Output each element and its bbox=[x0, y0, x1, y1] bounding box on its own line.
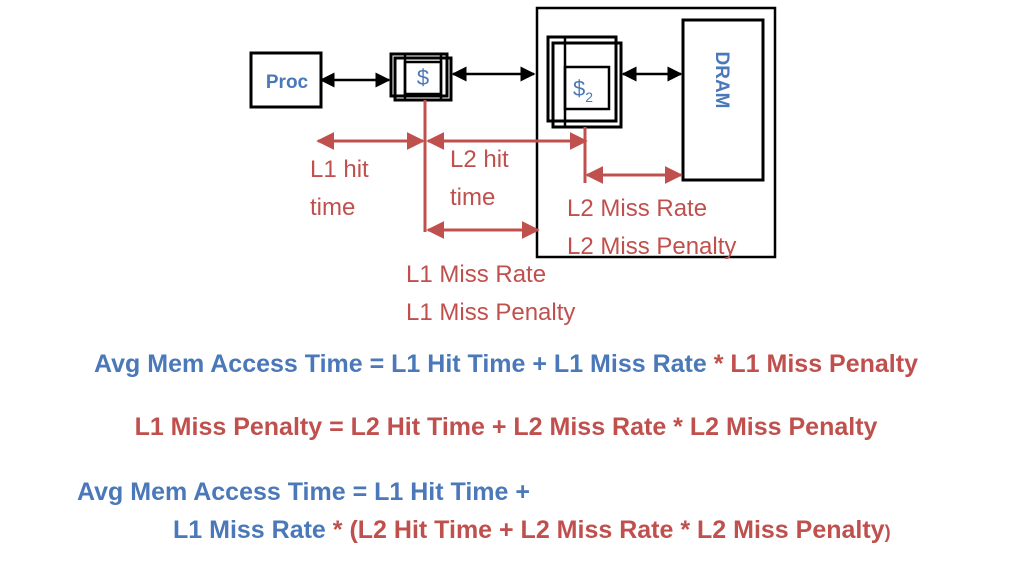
eq3-part-b: * (L2 Hit Time + L2 Miss Rate * L2 Miss … bbox=[332, 516, 885, 544]
l2-cache bbox=[546, 35, 623, 129]
equation-avg-mem-access-time: Avg Mem Access Time = L1 Hit Time + L1 M… bbox=[0, 350, 1012, 379]
l2-cache-subscript: 2 bbox=[585, 89, 593, 105]
equation-l1-miss-penalty: L1 Miss Penalty = L2 Hit Time + L2 Miss … bbox=[0, 413, 1012, 442]
eq1-part-a: Avg Mem Access Time = L1 Hit Time + L1 M… bbox=[94, 350, 714, 378]
l1-cache-label: $ bbox=[417, 65, 429, 90]
cache-hierarchy-diagram: Proc $ $2 DRAM L1 hit time L2 hit time L… bbox=[249, 6, 777, 326]
eq1-part-b: * L1 Miss Penalty bbox=[713, 350, 918, 378]
eq2-text: L1 Miss Penalty = L2 Hit Time + L2 Miss … bbox=[134, 413, 878, 441]
eq3-line1: Avg Mem Access Time = L1 Hit Time + bbox=[77, 478, 530, 506]
l1-cache bbox=[389, 52, 453, 102]
proc-label: Proc bbox=[266, 72, 309, 93]
dram-label: DRAM bbox=[711, 52, 732, 109]
l2-cache-label: $2 bbox=[573, 76, 593, 105]
eq3-part-c: ) bbox=[884, 522, 891, 542]
l1-hit-time-label: L1 hit time bbox=[310, 156, 375, 221]
l1-miss-label: L1 Miss Rate L1 Miss Penalty bbox=[406, 261, 575, 326]
equation-expanded-line2: L1 Miss Rate * (L2 Hit Time + L2 Miss Ra… bbox=[173, 516, 891, 545]
l2-hit-time-label: L2 hit time bbox=[450, 146, 515, 211]
equation-expanded-line1: Avg Mem Access Time = L1 Hit Time + bbox=[77, 478, 530, 507]
l2-miss-label: L2 Miss Rate L2 Miss Penalty bbox=[567, 195, 736, 260]
dram-box bbox=[681, 18, 765, 182]
eq3-part-a: L1 Miss Rate bbox=[173, 516, 333, 544]
